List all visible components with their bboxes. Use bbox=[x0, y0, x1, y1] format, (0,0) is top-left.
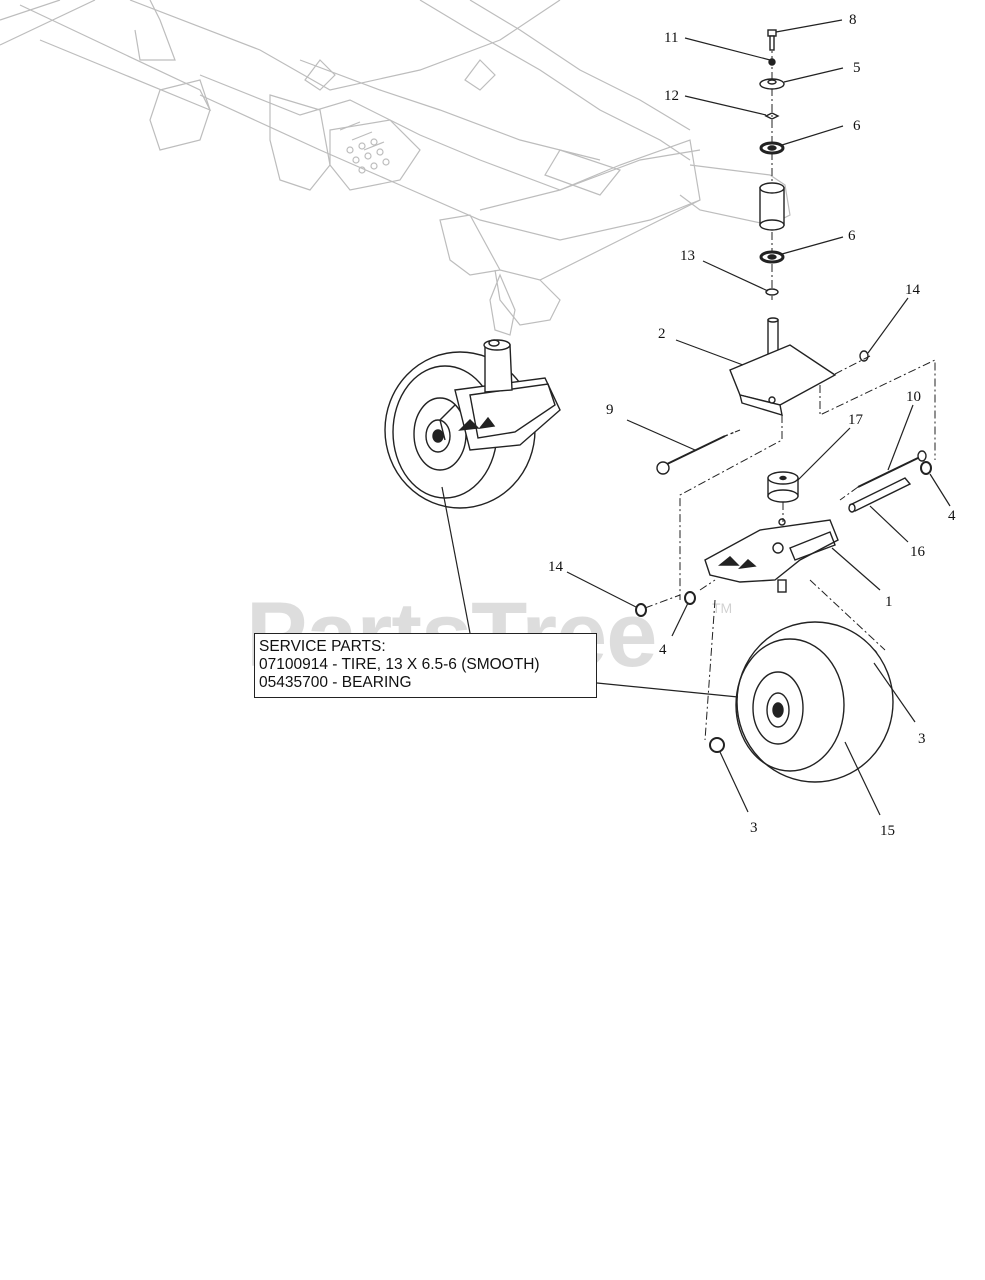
callout-15: 15 bbox=[880, 823, 895, 839]
assembled-caster-wheel bbox=[384, 339, 561, 509]
callout-8: 8 bbox=[849, 12, 857, 28]
callout-3-left: 3 bbox=[750, 820, 758, 836]
callout-10: 10 bbox=[906, 389, 921, 405]
callout-labels: 8 11 5 12 6 6 13 14 2 9 10 17 4 16 1 14 … bbox=[548, 12, 956, 839]
callout-17: 17 bbox=[848, 412, 864, 428]
mower-frame bbox=[0, 0, 791, 336]
leader-lines bbox=[441, 19, 951, 816]
callout-3-right: 3 bbox=[918, 731, 926, 747]
callout-4-left: 4 bbox=[659, 642, 667, 658]
callout-14-bottom: 14 bbox=[548, 559, 564, 575]
callout-12: 12 bbox=[664, 88, 679, 104]
callout-4-right: 4 bbox=[948, 508, 956, 524]
callout-11: 11 bbox=[664, 30, 678, 46]
assembly-guide-lines bbox=[644, 355, 936, 741]
watermark-trademark: TM bbox=[712, 600, 733, 616]
callout-5: 5 bbox=[853, 60, 861, 76]
service-parts-box: SERVICE PARTS: 07100914 - TIRE, 13 X 6.5… bbox=[254, 633, 597, 698]
service-parts-heading: SERVICE PARTS: bbox=[259, 638, 386, 655]
callout-6-top: 6 bbox=[853, 118, 861, 134]
exploded-parts bbox=[635, 29, 932, 783]
callout-13: 13 bbox=[680, 248, 695, 264]
service-part-bearing: 05435700 - BEARING bbox=[259, 674, 412, 691]
service-part-tire: 07100914 - TIRE, 13 X 6.5-6 (SMOOTH) bbox=[259, 656, 540, 673]
callout-16: 16 bbox=[910, 544, 926, 560]
callout-2: 2 bbox=[658, 326, 666, 342]
callout-1: 1 bbox=[885, 594, 893, 610]
callout-14-top: 14 bbox=[905, 282, 921, 298]
callout-6-bottom: 6 bbox=[848, 228, 856, 244]
callout-9: 9 bbox=[606, 402, 614, 418]
